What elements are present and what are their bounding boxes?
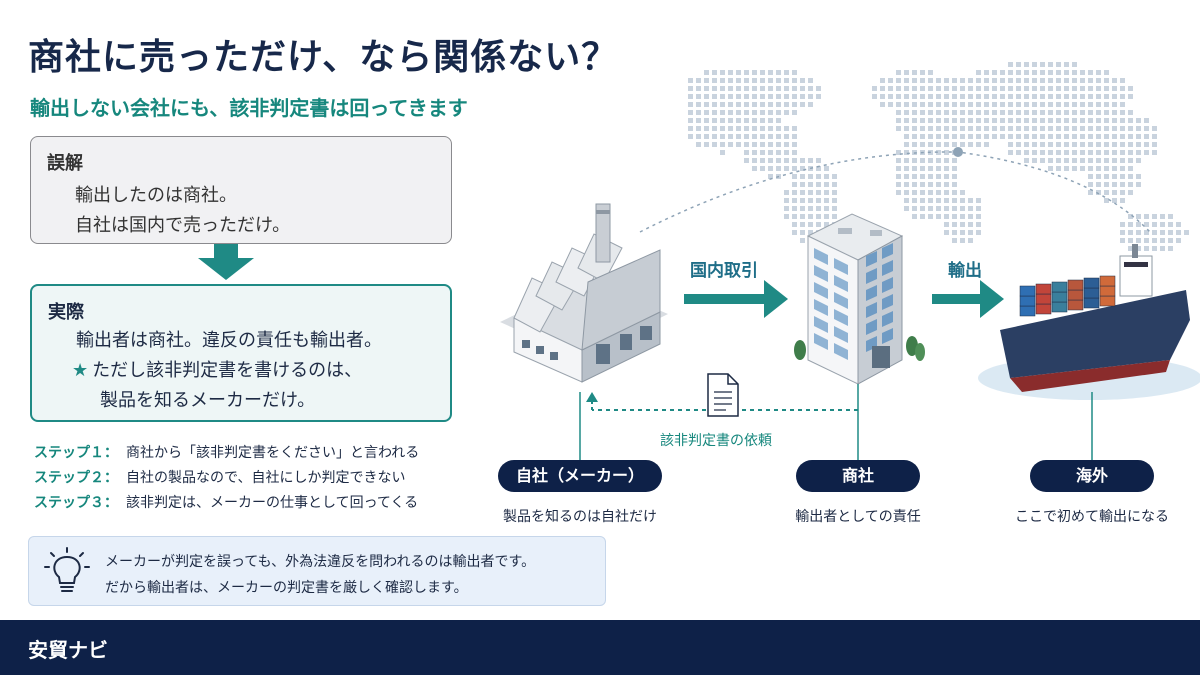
factory-icon xyxy=(500,203,668,383)
steps-list: ステップ１： 商社から「該非判定書をください」と言われる ステップ２： 自社の製品な… xyxy=(34,442,419,517)
misconception-line: 自社は国内で売っただけ。 xyxy=(75,215,291,236)
step-item: ステップ１： 商社から「該非判定書をください」と言われる xyxy=(34,442,419,467)
world-map-background xyxy=(688,62,1189,283)
tip-line: だから輸出者は、メーカーの判定書を厳しく確認します。 xyxy=(105,580,468,596)
tree xyxy=(906,336,918,356)
flow-diagram xyxy=(500,147,1200,460)
tip-line: メーカーが判定を誤っても、外為法違反を問われるのは輸出者です。 xyxy=(105,554,536,570)
route-node-dot xyxy=(953,147,963,157)
footer-brand: 安貿ナビ xyxy=(28,638,108,662)
step-label: ステップ１： xyxy=(34,445,118,461)
node-caption-overseas: ここで初めて輸出になる xyxy=(1015,509,1169,525)
down-arrow-icon xyxy=(198,244,254,280)
step-label: ステップ２： xyxy=(34,470,118,486)
step-text: 自社の製品なので、自社にしか判定できない xyxy=(126,470,406,486)
document-icon xyxy=(707,373,739,417)
node-pill-maker: 自社（メーカー） xyxy=(498,460,662,492)
step-label: ステップ３： xyxy=(34,495,118,511)
container-ship-icon xyxy=(978,244,1200,400)
misconception-line: 輸出したのは商社。 xyxy=(75,185,237,206)
star-icon: ★ xyxy=(72,360,89,381)
page-subtitle: 輸出しない会社にも、該非判定書は回ってきます xyxy=(30,96,468,120)
tree xyxy=(915,343,925,361)
node-pill-overseas: 海外 xyxy=(1030,460,1154,492)
lightbulb-icon xyxy=(44,547,90,592)
node-pill-trading-company: 商社 xyxy=(796,460,920,492)
request-label: 該非判定書の依頼 xyxy=(660,433,772,449)
step-item: ステップ３： 該非判定は、メーカーの仕事として回ってくる xyxy=(34,492,419,517)
step-item: ステップ２： 自社の製品なので、自社にしか判定できない xyxy=(34,467,419,492)
reality-heading: 実際 xyxy=(48,302,84,323)
reality-box: 実際 輸出者は商社。違反の責任も輸出者。 ★ただし該非判定書を書けるのは、 製品… xyxy=(30,284,452,422)
reality-line: 輸出者は商社。違反の責任も輸出者。 xyxy=(76,330,382,351)
arrow-domestic-trade xyxy=(684,280,788,318)
reality-line-text: ただし該非判定書を書けるのは、 xyxy=(92,360,363,381)
arrow-domestic-trade-label: 国内取引 xyxy=(690,261,758,281)
reality-line: 製品を知るメーカーだけ。 xyxy=(100,390,316,411)
step-text: 商社から「該非判定書をください」と言われる xyxy=(126,445,420,461)
office-building-icon xyxy=(794,213,925,385)
node-caption-trading-company: 輸出者としての責任 xyxy=(795,509,921,525)
arrow-export-label: 輸出 xyxy=(948,261,982,281)
node-caption-maker: 製品を知るのは自社だけ xyxy=(503,509,657,525)
page-title: 商社に売っただけ、なら関係ない？ xyxy=(28,37,619,78)
reality-line: ★ただし該非判定書を書けるのは、 xyxy=(72,356,362,382)
tree xyxy=(794,340,806,360)
tip-box: メーカーが判定を誤っても、外為法違反を問われるのは輸出者です。 だから輸出者は、… xyxy=(28,536,606,606)
arrow-export xyxy=(932,280,1004,318)
step-text: 該非判定は、メーカーの仕事として回ってくる xyxy=(126,495,419,511)
route-arc xyxy=(639,151,1151,233)
misconception-heading: 誤解 xyxy=(47,153,83,174)
misconception-box: 誤解 輸出したのは商社。 自社は国内で売っただけ。 xyxy=(30,136,452,244)
footer-bar: 安貿ナビ xyxy=(0,620,1200,675)
request-return-arrow xyxy=(586,392,858,411)
